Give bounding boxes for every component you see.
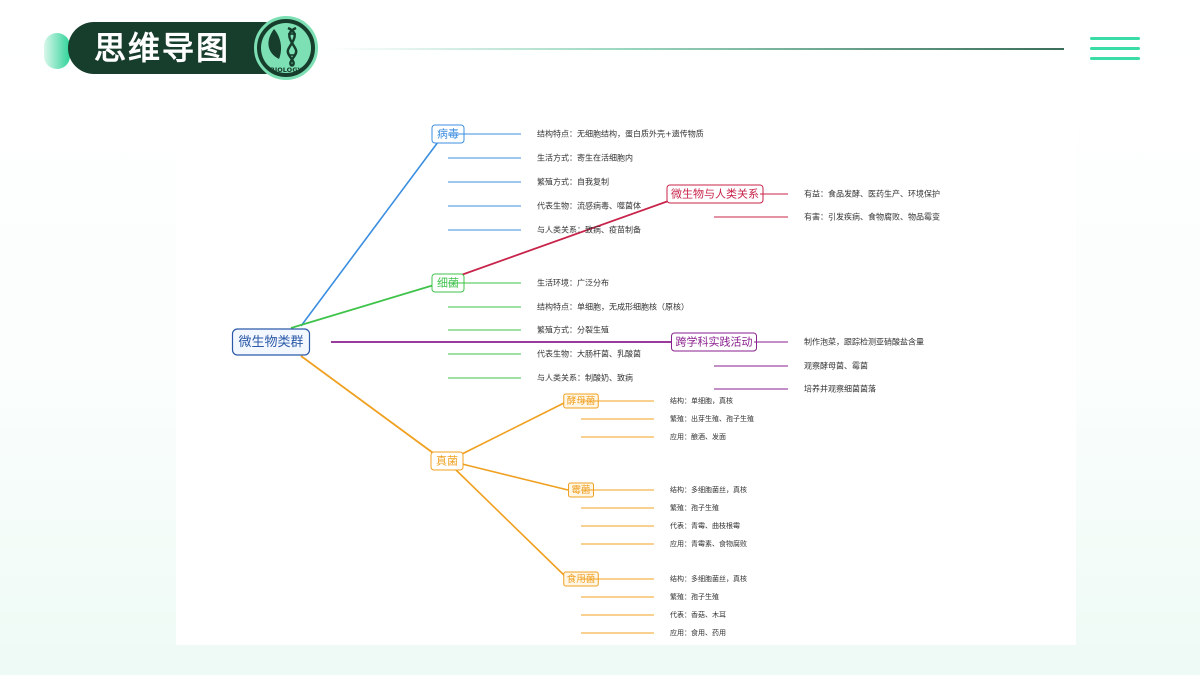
leaf-bacteria-item: 生活环境：广泛分布 [537,278,609,288]
leaf-human-item: 有害：引发疾病、食物腐败、物品霉变 [804,212,940,222]
leaf-mold-item: 结构：多细胞菌丝，真核 [670,485,747,494]
branch-fungi-label: 真菌 [436,454,458,468]
root-node-box [231,328,311,356]
leaf-edible-item: 结构：多细胞菌丝，真核 [670,574,747,583]
leaf-edible-item: 繁殖：孢子生殖 [670,592,719,601]
leaf-bacteria-item: 繁殖方式：分裂生殖 [537,325,609,335]
leaf-virus-item: 与人类关系：致病、疫苗制备 [537,225,641,235]
connector-fungi-yeast [457,400,569,457]
header-accent-bar [44,33,70,69]
leaf-mold-item: 代表：青霉、曲枝根霉 [670,521,740,530]
leaf-bacteria-item: 结构特点：单细胞，无成形细胞核（原核） [537,302,689,312]
leaf-yeast-item: 应用：酿酒、发面 [670,432,726,441]
header-divider [326,48,1064,50]
branch-practice-label: 跨学科实践活动 [676,335,753,349]
dna-leaf-icon: BIOLOGY [261,23,311,74]
leaf-bacteria-item: 与人类关系：制酸奶、致病 [537,373,633,383]
leaf-edible-item: 代表：香菇、木耳 [670,610,726,619]
leaf-practice-item: 制作泡菜，跟踪检测亚硝酸盐含量 [804,337,924,347]
leaf-human-item: 有益：食品发酵、医药生产、环境保护 [804,189,940,199]
leaf-virus-item: 代表生物：流感病毒、噬菌体 [537,201,641,211]
menu-icon-bar [1090,37,1140,40]
connector-fungi-mold [457,462,569,491]
menu-icon-bar [1090,57,1140,60]
connector-root-virus [300,133,445,327]
leaf-yeast-item: 繁殖：出芽生殖、孢子生殖 [670,414,754,423]
leaf-bacteria-item: 代表生物：大肠杆菌、乳酸菌 [537,349,641,359]
leaf-virus-item: 生活方式：寄生在活细胞内 [537,153,633,163]
leaf-yeast-item: 结构：单细胞，真核 [670,396,733,405]
connector-root-fungi [300,355,445,462]
leaf-practice-item: 观察酵母菌、霉菌 [804,361,868,371]
menu-icon-bar [1090,47,1140,50]
branch-fungi-box [430,451,464,471]
connector-fungi-edible [455,469,569,580]
root-node-label: 微生物类群 [238,335,303,350]
leaf-practice-item: 培养并观察细菌菌落 [804,384,876,394]
leaf-edible-item: 应用：食用、药用 [670,628,726,637]
branch-human-label: 微生物与人类关系 [671,187,759,201]
mind-map: 病毒结构特点：无细胞结构，蛋白质外壳+遗传物质生活方式：寄生在活细胞内繁殖方式：… [231,124,940,637]
biology-badge: BIOLOGY [254,16,318,80]
leaf-mold-item: 应用：青霉素、食物腐败 [670,539,747,548]
leaf-mold-item: 繁殖：孢子生殖 [670,503,719,512]
mind-map-panel: 病毒结构特点：无细胞结构，蛋白质外壳+遗传物质生活方式：寄生在活细胞内繁殖方式：… [176,112,1076,645]
menu-icon[interactable] [1090,36,1140,62]
connector-bacteria-human [435,193,689,285]
connector-root-bacteria [290,281,445,329]
badge-label: BIOLOGY [270,66,303,74]
title-pill [68,22,290,74]
leaf-virus-item: 繁殖方式：自我复制 [537,177,609,187]
leaf-virus-item: 结构特点：无细胞结构，蛋白质外壳+遗传物质 [537,129,704,139]
page-title: 思维导图 [94,29,231,67]
